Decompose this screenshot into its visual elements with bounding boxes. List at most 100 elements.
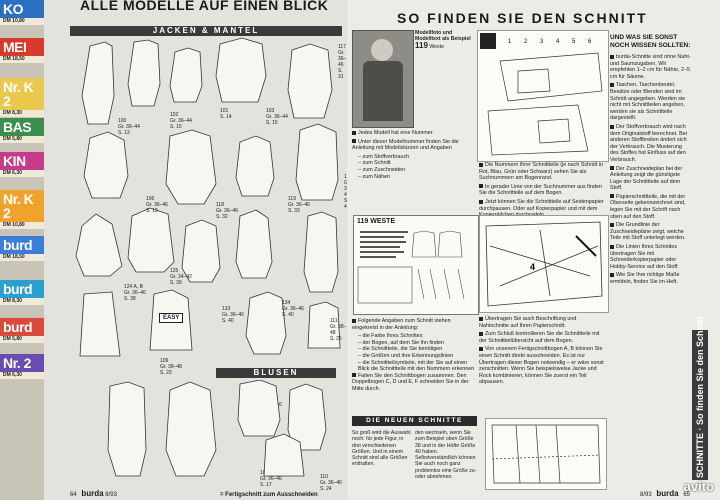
sidebar-tips: UND WAS SIE SONST NOCH WISSEN SOLLTEN: b… bbox=[610, 34, 692, 474]
section-header-jackets: JACKEN & MANTEL bbox=[70, 26, 342, 36]
spine-title: KIN bbox=[0, 152, 44, 170]
spine-title: Nr. 2 bbox=[0, 354, 44, 372]
issue: 8/93 bbox=[640, 492, 652, 498]
spine-price: DM 5,80 bbox=[0, 136, 44, 143]
fertigschnitt-note: = Fertigschnitt zum Ausschneiden bbox=[220, 492, 318, 498]
spine-price: DM 18,50 bbox=[0, 254, 44, 261]
fashion-sketches bbox=[75, 37, 341, 357]
model-number: 119 bbox=[415, 40, 428, 50]
right-page-heading: SO FINDEN SIE DEN SCHNITT bbox=[397, 10, 648, 26]
pattern-detail-point: – die Schnittteilsymbole, mit der Sie au… bbox=[358, 359, 475, 373]
spine-title: BAS bbox=[0, 118, 44, 136]
new-patterns-text-1: So groß wird die Auswahl noch: für jede … bbox=[352, 430, 411, 468]
spine-price: DM 8,30 bbox=[0, 298, 44, 305]
model-caption: Modellfoto und Modelltext als Beispiel 1… bbox=[415, 30, 471, 50]
spine-price: DM 6,30 bbox=[0, 170, 44, 177]
intro-point: – zum Nähen bbox=[358, 173, 391, 180]
pattern-detail-point: Folgende Angaben zum Schnitt stehen eing… bbox=[352, 318, 451, 331]
svg-text:4: 4 bbox=[530, 262, 535, 272]
sidebar-point: Der Zuschneideplan bei der Anleitung zei… bbox=[610, 165, 683, 192]
section-header-blouses: BLUSEN bbox=[216, 368, 336, 378]
spine-price: DM 5,80 bbox=[0, 336, 44, 343]
right-page: SO FINDEN SIE DEN SCHNITT Modellfoto und… bbox=[347, 0, 720, 500]
svg-text:5: 5 bbox=[572, 39, 576, 45]
sidebar-point: Taschen, Taschenbeutel, Besätze oder Ble… bbox=[610, 82, 686, 122]
sidebar-title: UND WAS SIE SONST NOCH WISSEN SOLLTEN: bbox=[610, 34, 691, 49]
instruction-box: 119 WESTE bbox=[353, 215, 479, 315]
sidebar-point: Papierschnittteile, die mit der Oberseit… bbox=[610, 193, 686, 220]
svg-text:1: 1 bbox=[508, 39, 512, 45]
spine-title: Nr. K 2 bbox=[0, 190, 44, 222]
watermark: avito bbox=[683, 479, 714, 494]
model-photo bbox=[352, 30, 414, 128]
mid-column: Die Nummern Ihrer Schnittteile (je nach … bbox=[479, 162, 607, 221]
spine-price: DM 10,80 bbox=[0, 222, 44, 229]
vertical-section-tab: SCHNITTE · So finden Sie den Schnitt bbox=[692, 316, 708, 480]
svg-text:2: 2 bbox=[524, 39, 528, 45]
instruction-point: Die Nummern Ihrer Schnittteile (je nach … bbox=[479, 162, 604, 182]
intro-point: – zum Schnitt bbox=[358, 160, 391, 167]
pattern-detail-point: – die Farbe Ihres Schnittes bbox=[358, 333, 423, 340]
model-unit: Weste bbox=[429, 43, 444, 50]
sidebar-point: burda-Schnitte sind ohne Naht- und Saumz… bbox=[610, 54, 691, 80]
easy-badge: EASY bbox=[159, 313, 184, 323]
intro-point: – zum Stoffverbrauch bbox=[358, 153, 410, 160]
intro-point: Unter dieser Modellnummer finden Sie die… bbox=[352, 138, 459, 152]
intro-point: Jedes Modell hat eine Nummer. bbox=[352, 130, 477, 137]
page-number: 65 bbox=[683, 492, 690, 498]
svg-text:3: 3 bbox=[540, 39, 544, 45]
spine-price: DM 6,30 bbox=[0, 372, 44, 379]
spine-title: KO bbox=[0, 0, 44, 18]
brand: burda bbox=[81, 489, 104, 498]
tracing-diagram: 4 bbox=[479, 215, 609, 313]
spine-price: DM 18,50 bbox=[0, 56, 44, 63]
left-page-heading: ALLE MODELLE AUF EINEN BLICK bbox=[80, 0, 329, 13]
new-patterns-text-2: den wechseln, wenn Sie zum Beispiel oben… bbox=[415, 430, 477, 481]
spine-title: MEI bbox=[0, 38, 44, 56]
sidebar-point: Die Grundlinie der Zuschneidepläne zeigt… bbox=[610, 222, 686, 242]
vertical-tab-label: SCHNITTE · So finden Sie den Schnitt bbox=[695, 316, 705, 478]
model-label: 135Gr. 34–42S. 41 bbox=[344, 174, 347, 210]
spine-price: DM 10,80 bbox=[0, 18, 44, 25]
section-header-new-patterns: DIE NEUEN SCHNITTE bbox=[352, 416, 477, 426]
sidebar-point: Der Stoffverbrauch wird nach dem Origina… bbox=[610, 123, 687, 163]
svg-text:4: 4 bbox=[556, 39, 560, 45]
pattern-detail-point: – die Größen und ihre Erkennungslinien bbox=[358, 352, 454, 359]
pattern-sheet-diagram: 1 2 3 4 5 6 bbox=[477, 30, 609, 162]
spine-title: burd bbox=[0, 236, 44, 254]
sidebar-point: Die Linien Ihres Schnittes übertragen Si… bbox=[610, 244, 679, 270]
instruction-box-title: 119 WESTE bbox=[357, 218, 396, 225]
spine-title: Nr. K 2 bbox=[0, 78, 44, 110]
intro-point: – zum Zuschneiden bbox=[358, 166, 406, 173]
issue: 8/93 bbox=[105, 492, 117, 498]
page-number: 64 bbox=[70, 492, 77, 498]
sidebar-point: Wie Sie Ihre richtige Maße ermitteln, fi… bbox=[610, 272, 680, 285]
svg-text:6: 6 bbox=[588, 39, 592, 45]
check-point: Zum Schluß kontrollieren Sie die Schnitt… bbox=[479, 331, 600, 344]
spine-price: DM 8,30 bbox=[0, 110, 44, 117]
pattern-detail-point: – die Schnittteile, die Sie benötigen bbox=[358, 346, 443, 353]
left-page: ALLE MODELLE AUF EINEN BLICK JACKEN & MA… bbox=[44, 0, 347, 500]
